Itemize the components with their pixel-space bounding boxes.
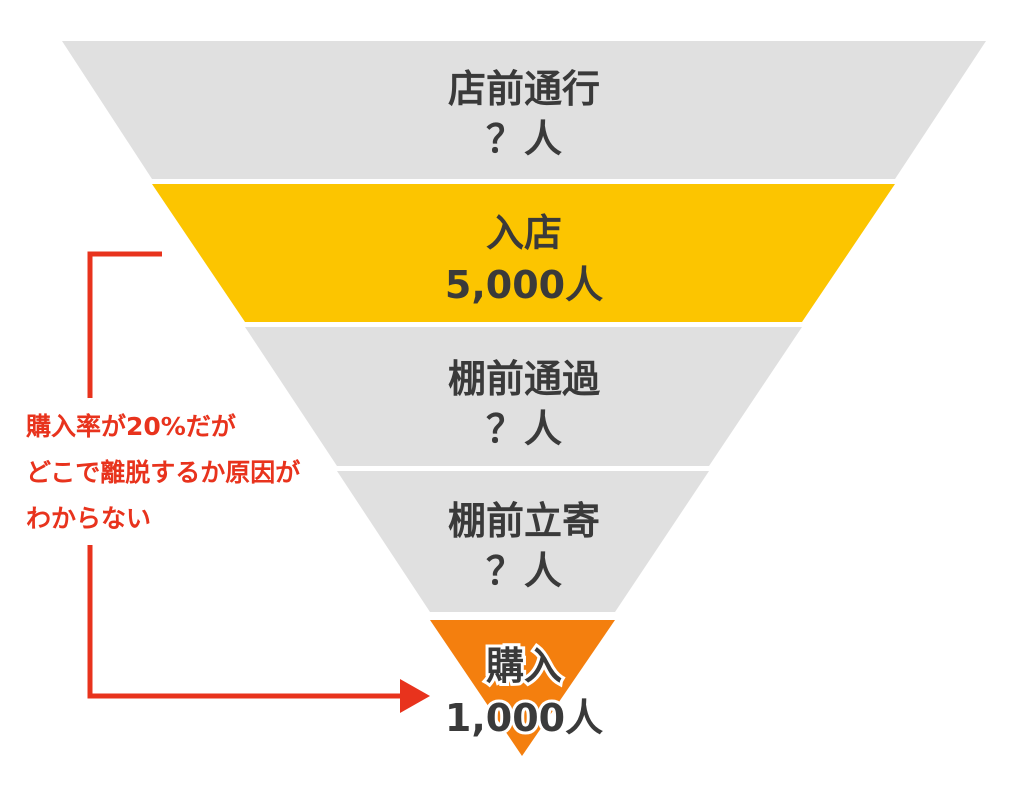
stage-name-shelf-pass: 棚前通過 xyxy=(448,357,601,401)
stage-count-purchase: 1,000人 xyxy=(445,696,603,740)
stage-name-pass-by: 店前通行 xyxy=(448,67,600,111)
stage-band-store-entry xyxy=(152,184,895,322)
stage-band-shelf-pass xyxy=(245,327,802,466)
stage-count-pass-by: ？人 xyxy=(486,117,562,161)
arrow-head-icon xyxy=(400,679,430,713)
stage-count-store-entry: 5,000人 xyxy=(445,263,603,307)
annotation-line-1: 購入率が20%だが xyxy=(26,412,236,441)
stage-count-shelf-pass: ？人 xyxy=(486,407,562,451)
stage-name-shelf-stop: 棚前立寄 xyxy=(448,499,600,543)
stage-count-shelf-stop: ？人 xyxy=(486,549,562,593)
annotation-line-3: わからない xyxy=(26,504,151,533)
stage-band-shelf-stop xyxy=(337,471,709,612)
stage-name-store-entry: 入店 xyxy=(486,211,562,255)
bracket-connector-bottom xyxy=(87,545,402,699)
bracket-connector-top xyxy=(87,251,162,398)
stage-band-purchase xyxy=(430,620,615,756)
annotation-line-2: どこで離脱するか原因が xyxy=(26,458,300,487)
stage-name-purchase: 購入 xyxy=(486,644,562,688)
stage-band-pass-by xyxy=(62,41,986,179)
